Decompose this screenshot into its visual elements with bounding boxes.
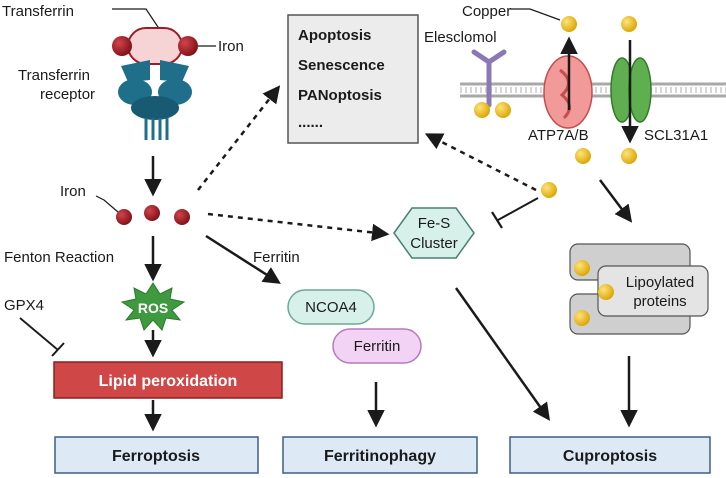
ferritin-arrow-label: Ferritin (253, 249, 300, 266)
iron-top-label: Iron (218, 38, 244, 55)
lipoylated-label-1: Lipoylated (626, 274, 694, 291)
ferritinophagy-box (282, 436, 478, 474)
iron-atom (178, 36, 198, 56)
ferritinophagy-label: Ferritinophagy (324, 448, 436, 465)
death-item: Senescence (298, 57, 385, 74)
iron-atom (112, 36, 132, 56)
ros-label: ROS (138, 300, 168, 316)
iron-atom (144, 205, 160, 221)
death-item: ...... (298, 114, 323, 131)
copper-ion (574, 260, 590, 276)
transferrin-label: Transferrin (2, 3, 74, 20)
copper-ion (575, 148, 591, 164)
receptor-domain (131, 96, 179, 120)
arrow-iron-to-fes (207, 212, 390, 242)
iron-mid-label: Iron (60, 183, 86, 200)
gpx4-inhibition-bar (51, 342, 65, 357)
cuproptosis-box (509, 436, 711, 474)
lipid-peroxidation-box (53, 361, 283, 399)
lipid-peroxidation-label: Lipid peroxidation (99, 373, 238, 390)
copper-inhibition-line (497, 197, 539, 221)
fes-label-1: Fe-S (418, 215, 451, 232)
iron-atom (174, 209, 190, 225)
copper-inhibition-bar (491, 211, 503, 229)
copper-ion (621, 148, 637, 164)
cuproptosis-label: Cuproptosis (563, 448, 657, 465)
arrow-copper-to-lipoylated (599, 179, 633, 223)
transferrin-receptor-label-2: receptor (40, 86, 95, 103)
ncoa4-pill (287, 289, 375, 325)
copper-label: Copper (462, 3, 511, 20)
copper-ion (495, 102, 511, 118)
arrow-iron-to-ncoa4 (205, 234, 281, 284)
death-item: Apoptosis (298, 27, 371, 44)
ros-burst (120, 282, 186, 331)
arrow-copper-to-death-box (424, 133, 537, 192)
iron-atom (116, 209, 132, 225)
lipoylated-label-2: proteins (633, 293, 686, 310)
ncoa4-label: NCOA4 (305, 299, 357, 316)
copper-ion (561, 16, 577, 32)
ferritin-pill-label: Ferritin (354, 338, 401, 355)
fenton-reaction-label: Fenton Reaction (4, 249, 114, 266)
elesclomol-label: Elesclomol (424, 29, 497, 46)
atp7-label: ATP7A/B (528, 127, 589, 144)
gpx4-inhibition-line (19, 317, 59, 351)
gpx4-label: GPX4 (4, 297, 44, 314)
copper-ion (574, 310, 590, 326)
iron-mid-pointer (95, 195, 119, 213)
ferritin-pill (332, 328, 422, 364)
fes-cluster-hexagon (393, 207, 475, 259)
atp7-channel (559, 68, 571, 120)
copper-ion (598, 284, 614, 300)
arrow-fes-to-cuproptosis (454, 287, 551, 421)
cell-death-box (287, 14, 419, 144)
receptor-domain (121, 60, 150, 82)
transferrin-pointer (112, 8, 161, 31)
arrow-iron-to-death-box (197, 85, 281, 191)
cell-membrane (460, 82, 726, 98)
copper-ion (474, 102, 490, 118)
transferrin-protein (127, 27, 183, 65)
fes-label-2: Cluster (410, 235, 458, 252)
death-item: PANoptosis (298, 87, 382, 104)
transferrin-receptor-label-1: Transferrin (18, 67, 90, 84)
transferrin-receptor-group: Transferrin Iron Transferrin receptor (2, 3, 244, 140)
scl31a1-label: SCL31A1 (644, 127, 708, 144)
copper-ion (621, 16, 637, 32)
ferroptosis-label: Ferroptosis (112, 448, 200, 465)
ferroptosis-box (54, 436, 259, 474)
elesclomol-receptor (471, 49, 507, 108)
copper-ion (541, 182, 557, 198)
copper-pointer (510, 8, 561, 21)
lipoylated-proteins: Lipoylated proteins (569, 243, 709, 335)
receptor-domain (160, 60, 189, 82)
scl31a1-transporter (628, 57, 652, 123)
